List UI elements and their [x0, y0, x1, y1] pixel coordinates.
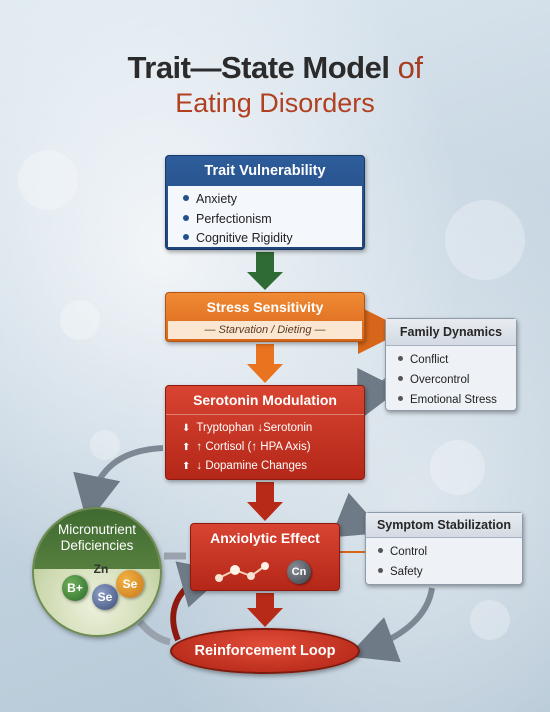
- arrow-serotonin-to-micronutrient: [73, 445, 164, 524]
- cn-badge-icon: Cn: [287, 560, 311, 584]
- arrow-symptom-to-reinforcement: [347, 587, 435, 663]
- list-item: Control: [378, 542, 522, 562]
- trait-vulnerability-body: Anxiety Perfectionism Cognitive Rigidity: [168, 186, 362, 247]
- background-bokeh: [445, 200, 525, 280]
- list-item: ⬇Tryptophan ↓Serotonin: [182, 422, 313, 434]
- list-item: Safety: [378, 562, 522, 582]
- bullet-icon: [398, 376, 403, 381]
- arrow-micronutrient-to-reinforcement: [137, 619, 171, 646]
- background-bokeh: [430, 440, 485, 495]
- nutrient-b-icon: B+: [62, 575, 88, 601]
- arrow-serotonin-to-anxiolytic: [247, 482, 283, 521]
- bullet-icon: [183, 234, 189, 240]
- stress-sensitivity-heading: Stress Sensitivity: [206, 299, 324, 315]
- symptom-stabilization-heading: Symptom Stabilization: [366, 513, 522, 538]
- family-dynamics-heading: Family Dynamics: [386, 319, 516, 346]
- stress-sensitivity-subtitle: — Starvation / Dieting —: [168, 321, 362, 339]
- family-dynamics-box: Family Dynamics Conflict Overcontrol Emo…: [385, 318, 517, 411]
- background-bokeh: [90, 430, 120, 460]
- arrow-down-icon: ⬇: [182, 423, 191, 434]
- arrow-anxiolytic-to-reinforcement: [247, 593, 283, 627]
- list-item: ⬆↓ Dopamine Changes: [182, 460, 307, 472]
- stress-sensitivity-box: Stress Sensitivity — Starvation / Dietin…: [165, 292, 365, 342]
- background-bokeh: [470, 600, 510, 640]
- serotonin-modulation-box: Serotonin Modulation ⬇Tryptophan ↓Seroto…: [165, 385, 365, 480]
- trait-vulnerability-box: Trait Vulnerability Anxiety Perfectionis…: [165, 155, 365, 250]
- arrow-up-icon: ⬆: [182, 461, 191, 472]
- nutrient-zn-icon: Zn: [93, 562, 109, 576]
- bullet-icon: [398, 396, 403, 401]
- arrow-trait-to-stress: [247, 252, 283, 290]
- background-bokeh: [18, 150, 78, 210]
- page-title: Trait—State Model of: [0, 50, 550, 86]
- bullet-icon: [378, 548, 383, 553]
- bullet-icon: [398, 356, 403, 361]
- title-of: of: [397, 50, 423, 85]
- micronutrient-label: Micronutrient Deficiencies: [57, 522, 137, 553]
- nutrient-se-icon: Se: [92, 584, 118, 610]
- list-item: Overcontrol: [398, 370, 516, 390]
- page-subtitle: Eating Disorders: [175, 88, 375, 118]
- bullet-icon: [183, 195, 189, 201]
- anxiolytic-effect-box: Anxiolytic Effect Cn: [190, 523, 340, 591]
- trait-vulnerability-heading: Trait Vulnerability: [204, 163, 326, 179]
- title-main: Trait—State Model: [127, 50, 390, 85]
- molecule-icon: [215, 562, 269, 582]
- list-item: Perfectionism: [183, 210, 362, 230]
- micronutrient-deficiencies-circle: Micronutrient Deficiencies B+ Zn Se Se: [32, 507, 162, 637]
- nutrient-se-icon: Se: [116, 570, 144, 598]
- bullet-icon: [183, 214, 189, 221]
- symptom-stabilization-box: Symptom Stabilization Control Safety: [365, 512, 523, 585]
- micronutrient-cap: [34, 509, 160, 569]
- arrow-stress-to-serotonin: [247, 344, 283, 383]
- arrow-up-icon: ⬆: [182, 442, 191, 453]
- list-item: Anxiety: [183, 190, 362, 210]
- list-item: Emotional Stress: [398, 390, 516, 410]
- anxiolytic-effect-heading: Anxiolytic Effect: [210, 530, 320, 546]
- bullet-icon: [378, 568, 383, 573]
- list-item: ⬆↑ Cortisol (↑ HPA Axis): [182, 441, 311, 453]
- serotonin-modulation-heading: Serotonin Modulation: [166, 386, 364, 415]
- reinforcement-loop-ellipse: Reinforcement Loop: [170, 628, 360, 674]
- list-item: Cognitive Rigidity: [183, 229, 362, 249]
- background-bokeh: [60, 300, 100, 340]
- list-item: Conflict: [398, 350, 516, 370]
